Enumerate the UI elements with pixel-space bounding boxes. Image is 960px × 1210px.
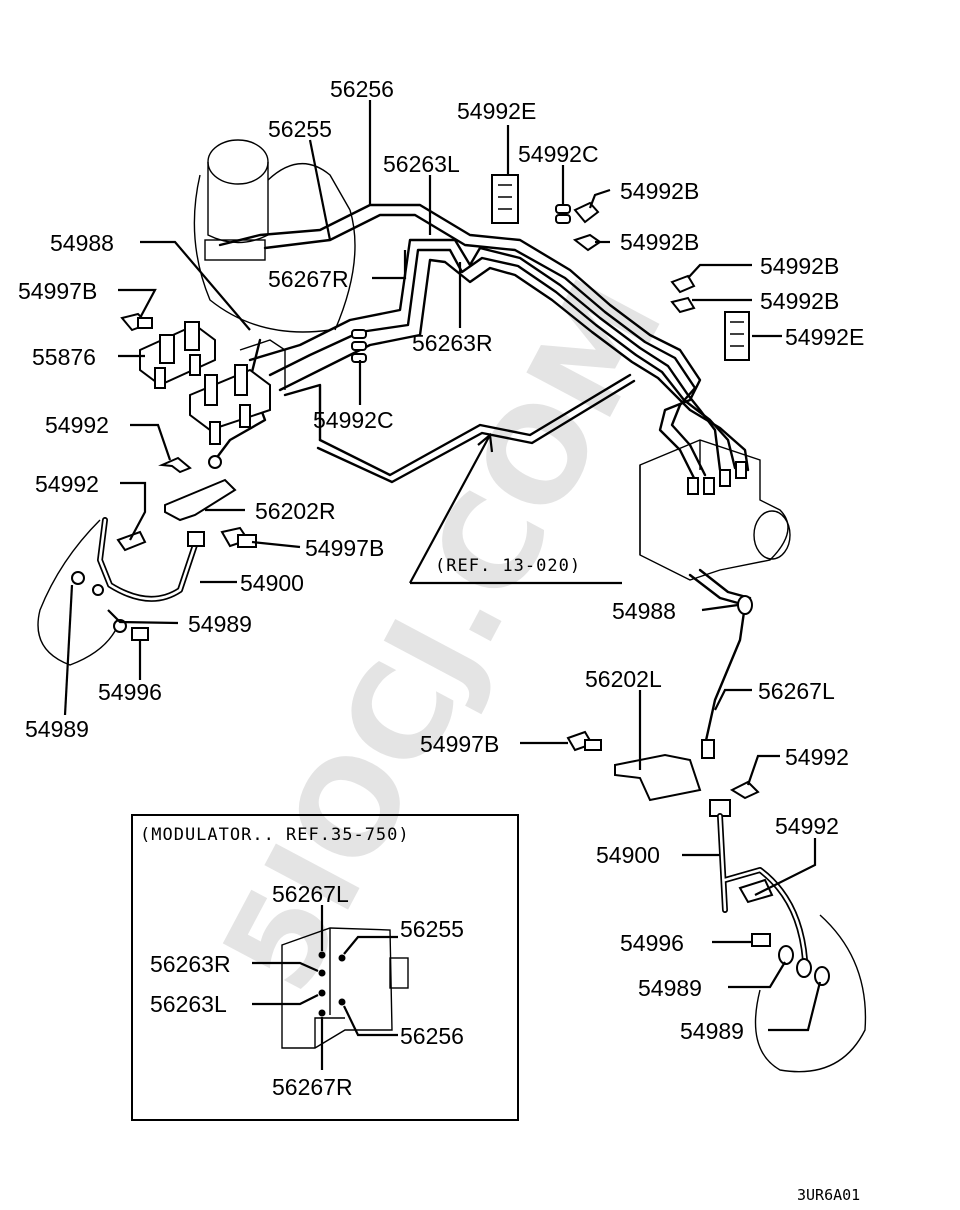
label-54992e-right: 54992E (785, 324, 864, 350)
clip-54992c-top (555, 204, 571, 224)
inset-label-56263r: 56263R (150, 951, 231, 977)
inset-label-56256: 56256 (400, 1023, 464, 1049)
label-54989-right1: 54989 (638, 975, 702, 1001)
inset-label-56255: 56255 (400, 916, 464, 942)
right-hose-assembly (709, 799, 867, 1073)
label-56267l: 56267L (758, 678, 835, 704)
label-54900-right: 54900 (596, 842, 660, 868)
label-54992c-mid: 54992C (313, 407, 394, 433)
bolt-54997b-top (120, 312, 153, 332)
label-56202r: 56202R (255, 498, 336, 524)
inset-label-56263l: 56263L (150, 991, 227, 1017)
bolt-54997b-right (566, 730, 602, 752)
part-labels: 56256 56255 56263L 54992E 54992C 54992B … (18, 76, 864, 1044)
clip-54992c-mid (351, 329, 367, 363)
drawing-code: 3UR6A01 (797, 1186, 860, 1204)
label-54992-right1: 54992 (785, 744, 849, 770)
bracket-55876 (139, 321, 216, 389)
label-54992b-1: 54992B (620, 178, 699, 204)
inset-label-56267r: 56267R (272, 1074, 353, 1100)
pipe-56267l (688, 573, 747, 747)
ref-pipe (318, 373, 632, 477)
label-56255: 56255 (268, 116, 332, 142)
leader-lines (63, 100, 822, 1032)
label-ref-13-020: (REF. 13-020) (435, 556, 581, 576)
clip-54992b-4 (670, 296, 696, 314)
clip-54992b-3 (670, 274, 696, 294)
label-54997b-left: 54997B (305, 535, 384, 561)
modulator-inset: (MODULATOR.. REF.35-750) 56267L 56255 56… (131, 814, 519, 1121)
label-56263r: 56263R (412, 330, 493, 356)
label-54989-left1: 54989 (188, 611, 252, 637)
label-56202l: 56202L (585, 666, 662, 692)
label-54992b-2: 54992B (620, 229, 699, 255)
label-54992b-3: 54992B (760, 253, 839, 279)
clip-54992e-right (724, 311, 750, 361)
inset-title: (MODULATOR.. REF.35-750) (140, 825, 410, 845)
label-54996-left: 54996 (98, 679, 162, 705)
label-54992-left2: 54992 (35, 471, 99, 497)
abs-modulator (639, 439, 791, 581)
label-54992-right2: 54992 (775, 813, 839, 839)
ref-pipe-2 (316, 379, 636, 484)
label-54988-top: 54988 (50, 230, 114, 256)
bracket-56202r (164, 478, 237, 522)
label-54988-right: 54988 (612, 598, 676, 624)
label-54989-right2: 54989 (680, 1018, 744, 1044)
watermark: 5IOCJ.COM (193, 256, 692, 1014)
brake-pipe-bundle (213, 203, 750, 482)
label-54989-left2: 54989 (25, 716, 89, 742)
label-56267r: 56267R (268, 266, 349, 292)
label-54996-right: 54996 (620, 930, 684, 956)
label-55876: 55876 (32, 344, 96, 370)
label-54992-left1: 54992 (45, 412, 109, 438)
label-54992c-top: 54992C (518, 141, 599, 167)
left-hose-assembly (37, 517, 205, 666)
clip-54992-left (158, 456, 192, 474)
label-54992b-4: 54992B (760, 288, 839, 314)
bolt-54997b-left (220, 526, 257, 548)
label-54900-left: 54900 (240, 570, 304, 596)
label-54997b-top: 54997B (18, 278, 97, 304)
bracket-56202l (614, 753, 702, 802)
clip-54992b-1 (573, 201, 600, 224)
master-cylinder (193, 139, 356, 333)
label-54997b-right: 54997B (420, 731, 499, 757)
label-56256: 56256 (330, 76, 394, 102)
inset-frame (131, 814, 519, 1121)
label-56263l: 56263L (383, 151, 460, 177)
clip-54992-right (729, 780, 760, 800)
clip-54992e-top (491, 174, 519, 224)
inset-label-56267l: 56267L (272, 881, 349, 907)
label-54992e-top: 54992E (457, 98, 536, 124)
valve-block (189, 339, 286, 469)
